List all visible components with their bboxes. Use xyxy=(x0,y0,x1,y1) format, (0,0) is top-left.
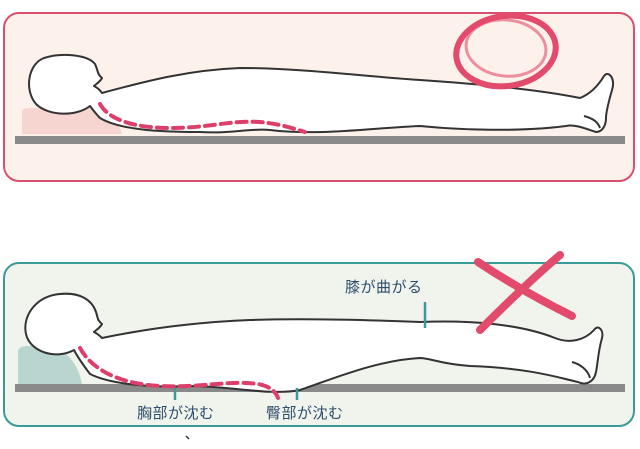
mattress-line-bad xyxy=(15,384,625,392)
pillow-bad xyxy=(18,346,82,384)
spine-dash-good xyxy=(98,102,307,134)
hip-sinks-label: 臀部が沈む xyxy=(266,404,344,422)
tick-mark xyxy=(185,435,190,440)
chest-sinks-label: 胸部が沈む xyxy=(137,404,215,422)
cross-mark-icon xyxy=(474,251,576,334)
foot-line-good xyxy=(583,115,601,129)
body-outline-good xyxy=(28,53,614,134)
knee-bends-label: 膝が曲がる xyxy=(345,278,423,296)
circle-mark-icon xyxy=(453,12,559,90)
callout-lines xyxy=(173,302,427,400)
foot-line-bad xyxy=(571,361,591,379)
body-outline-bad xyxy=(24,292,604,393)
spine-dash-bad xyxy=(78,346,280,400)
mattress-line-good xyxy=(15,136,625,144)
